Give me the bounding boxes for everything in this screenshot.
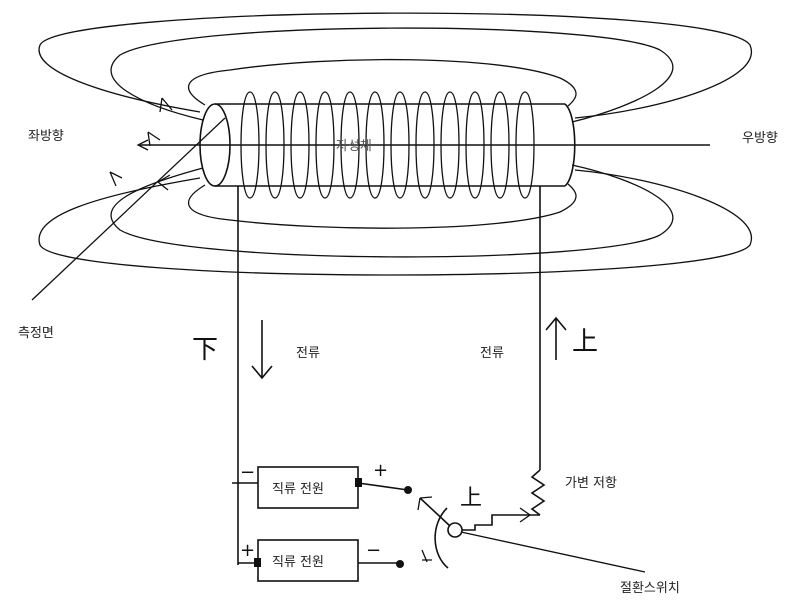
coil-loop <box>515 91 535 199</box>
switch-up-label: 上 <box>460 486 482 511</box>
axis-arrow-icon <box>136 139 149 151</box>
dc-power-box-bottom <box>257 539 359 582</box>
down-label: 下 <box>192 335 218 365</box>
coil-loop <box>415 91 435 199</box>
coil-loop <box>315 91 335 199</box>
coil-loop <box>390 91 410 199</box>
coil-loop <box>365 91 385 199</box>
dc-power-box-top <box>257 466 359 509</box>
magnetic-body-label: 자성체 <box>336 139 372 154</box>
coil-loop <box>490 91 510 199</box>
variable-resistor-label: 가변 저항 <box>565 476 617 491</box>
magnetic-field-lines <box>38 12 753 276</box>
up-label: 上 <box>572 327 598 357</box>
coil-loop <box>465 91 485 199</box>
measurement-pointer-line <box>31 117 226 301</box>
plus-sign-top: + <box>373 460 388 481</box>
coil-loop <box>265 91 285 199</box>
minus-sign-top: − <box>240 462 255 483</box>
magnetic-body-cylinder <box>199 103 576 187</box>
coil-loop <box>340 91 360 199</box>
minus-sign-bottom: − <box>366 540 381 561</box>
right-direction-label: 우방향 <box>742 131 778 146</box>
measurement-plane-label: 측정면 <box>18 326 54 341</box>
current-down-arrow-icon <box>251 320 273 380</box>
changeover-switch-label: 절환스위치 <box>620 581 680 596</box>
dc-power-top-label: 직류 전원 <box>272 482 324 497</box>
coil-loop <box>240 91 260 199</box>
coil-windings <box>240 91 535 199</box>
dc-power-bottom-label: 직류 전원 <box>272 555 324 570</box>
plus-sign-bottom: + <box>240 540 255 561</box>
current-up-arrow-icon <box>545 316 567 360</box>
circuit-wires <box>232 186 546 568</box>
left-direction-label: 좌방향 <box>28 129 64 144</box>
coil-loop <box>440 91 460 199</box>
current-right-label: 전류 <box>480 346 504 361</box>
coil-loop <box>290 91 310 199</box>
current-left-label: 전류 <box>296 346 320 361</box>
changeover-switch[interactable] <box>417 496 646 573</box>
